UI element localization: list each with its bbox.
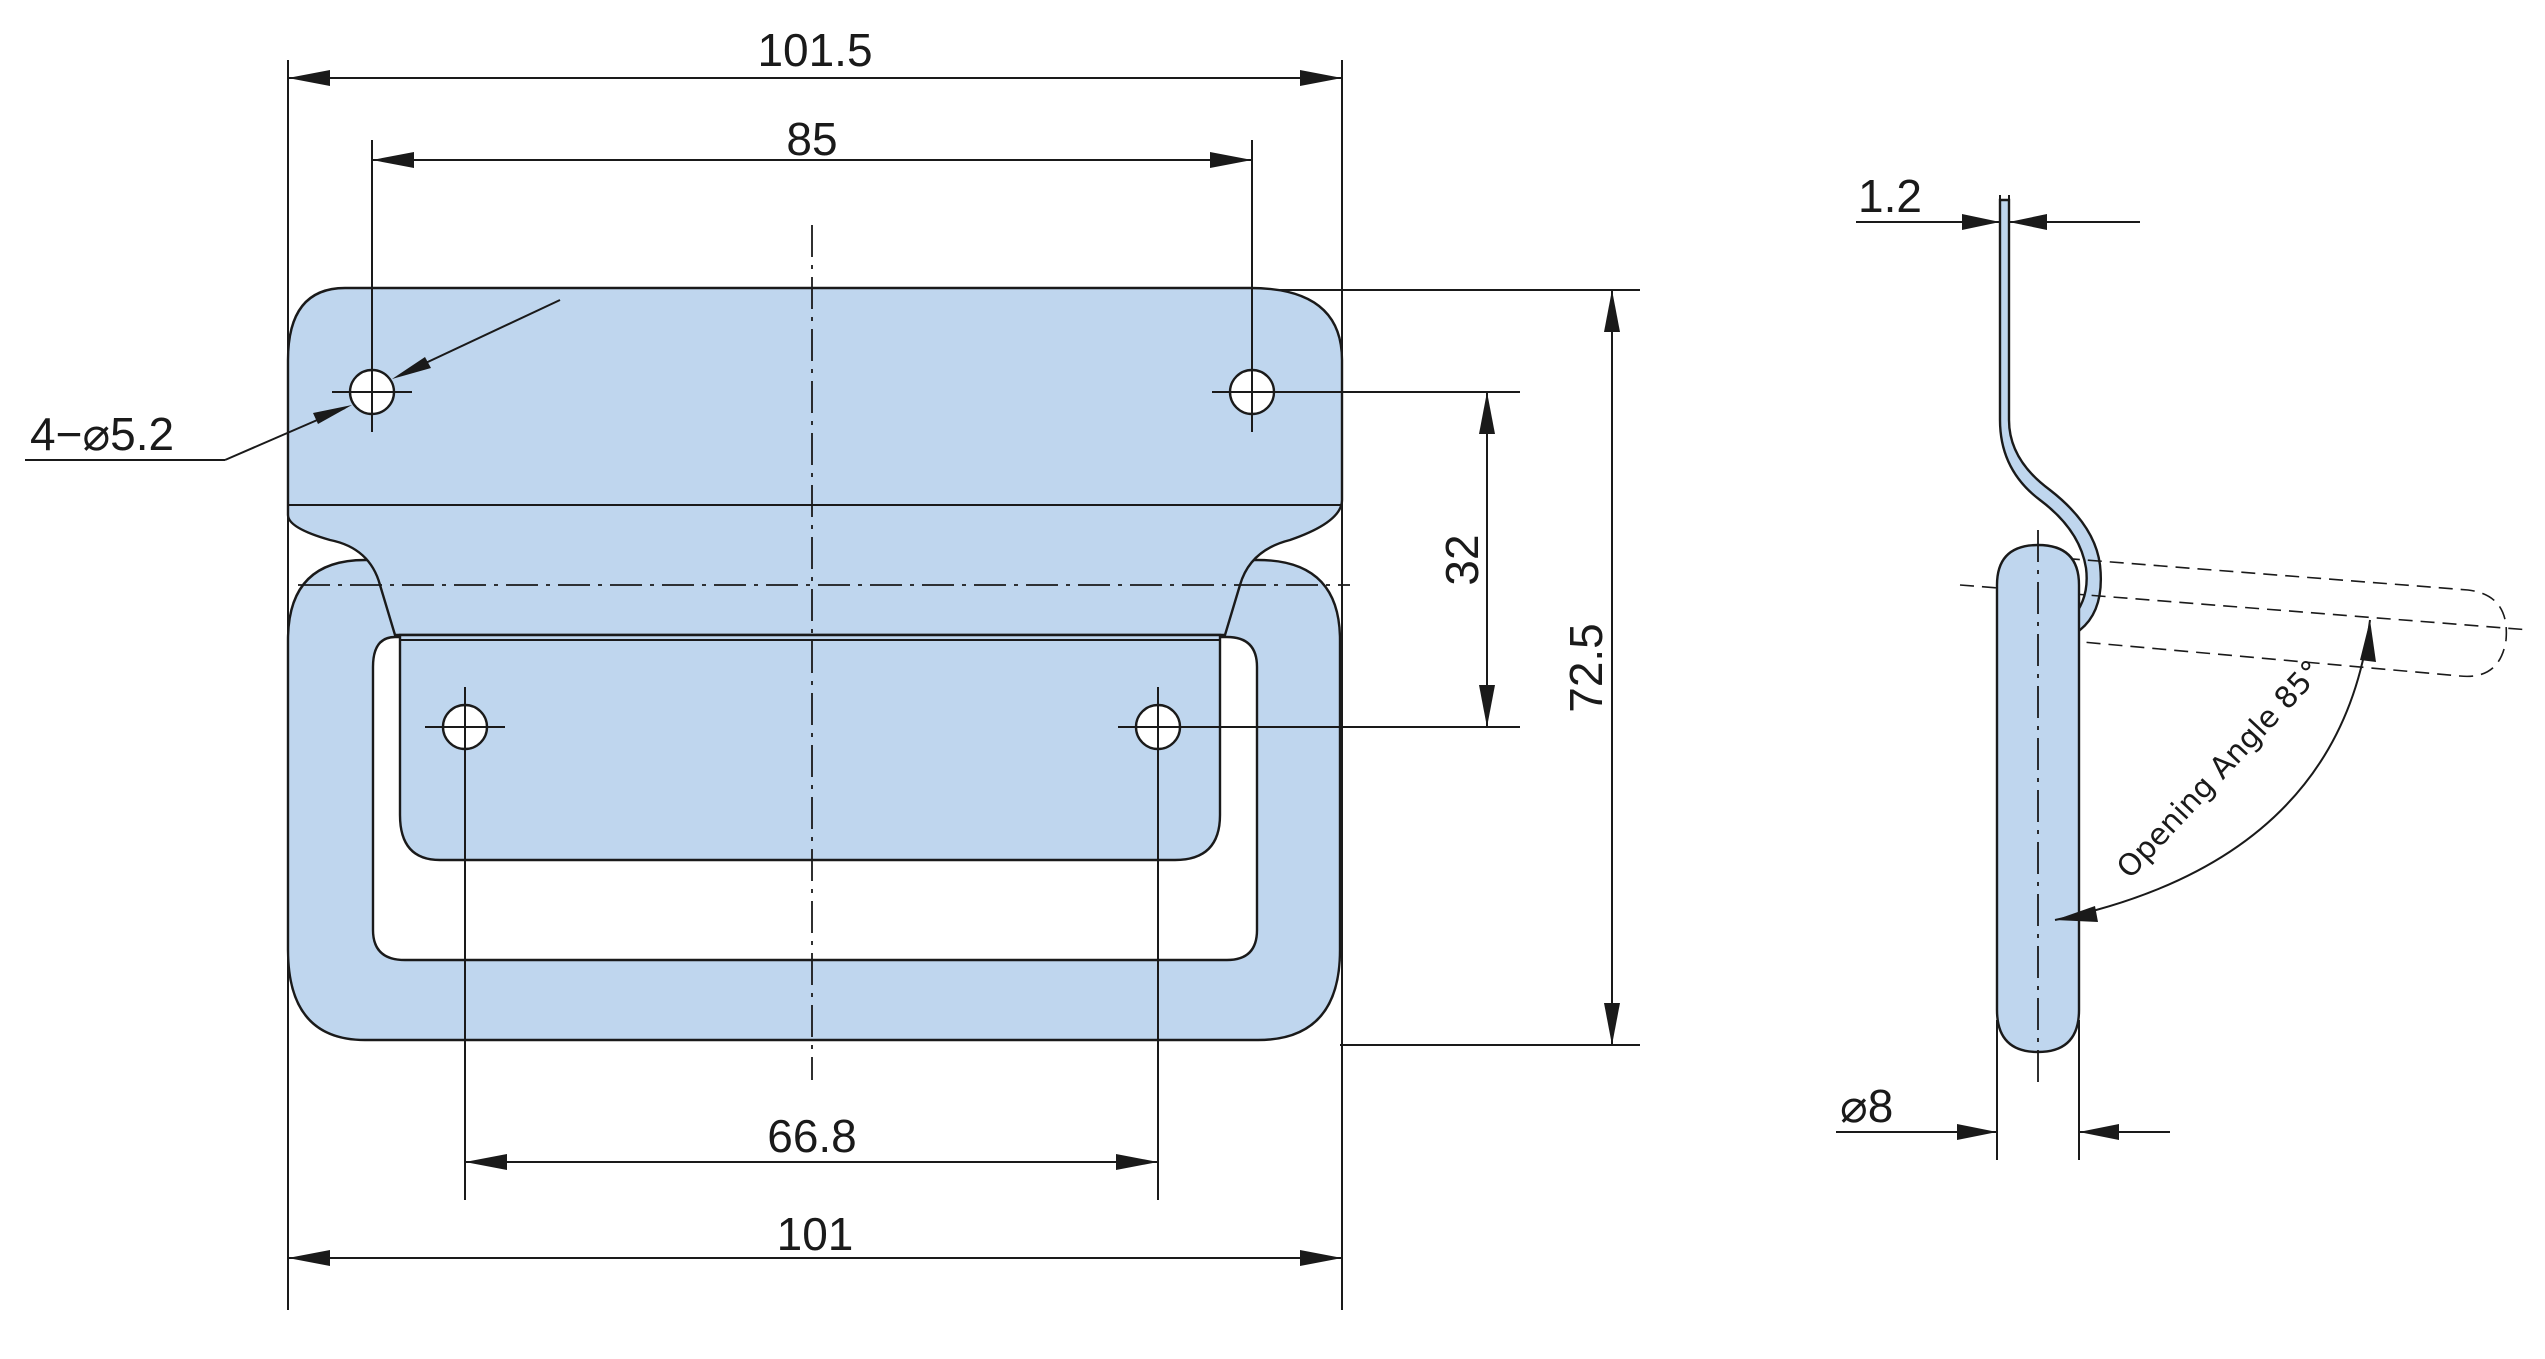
dim-label-overall-height: 72.5 — [1560, 623, 1612, 713]
dim-vertical-hole-spacing: 32 — [1436, 392, 1495, 727]
dim-bottom-hole-spacing: 66.8 — [465, 1110, 1158, 1170]
dim-overall-bottom-width: 101 — [288, 1208, 1342, 1266]
opening-angle-label: Opening Angle 85° — [2110, 654, 2329, 886]
dim-label-top-hole-spacing: 85 — [786, 113, 837, 165]
dim-hole-spec: 4−⌀5.2 — [25, 299, 561, 461]
dim-label-vertical-hole-spacing: 32 — [1436, 534, 1488, 585]
dim-top-hole-spacing: 85 — [372, 113, 1252, 168]
mounting-plate — [286, 286, 1344, 637]
dim-plate-thickness: 1.2 — [1856, 170, 2140, 280]
dim-label-rod-diameter: ⌀8 — [1840, 1080, 1893, 1132]
dim-overall-height: 72.5 — [1560, 290, 1620, 1045]
dim-label-hole-spec: 4−⌀5.2 — [30, 408, 174, 460]
dim-rod-diameter: ⌀8 — [1836, 1020, 2170, 1160]
dim-overall-top-width: 101.5 — [288, 24, 1342, 86]
lower-tab-plate — [398, 633, 1222, 862]
extension-lines — [287, 60, 1640, 1310]
opening-angle-annotation: Opening Angle 85° — [2054, 619, 2376, 922]
dim-label-overall-top-width: 101.5 — [757, 24, 872, 76]
dim-label-bottom-hole-spacing: 66.8 — [767, 1110, 857, 1162]
hole-crosshairs — [332, 290, 1292, 767]
front-view: 101.5 85 4−⌀5.2 32 — [25, 24, 1640, 1310]
dim-label-plate-thickness: 1.2 — [1858, 170, 1922, 222]
dim-label-overall-bottom-width: 101 — [777, 1208, 854, 1260]
side-view: 1.2 ⌀8 Opening Angle 85° — [1836, 170, 2531, 1160]
